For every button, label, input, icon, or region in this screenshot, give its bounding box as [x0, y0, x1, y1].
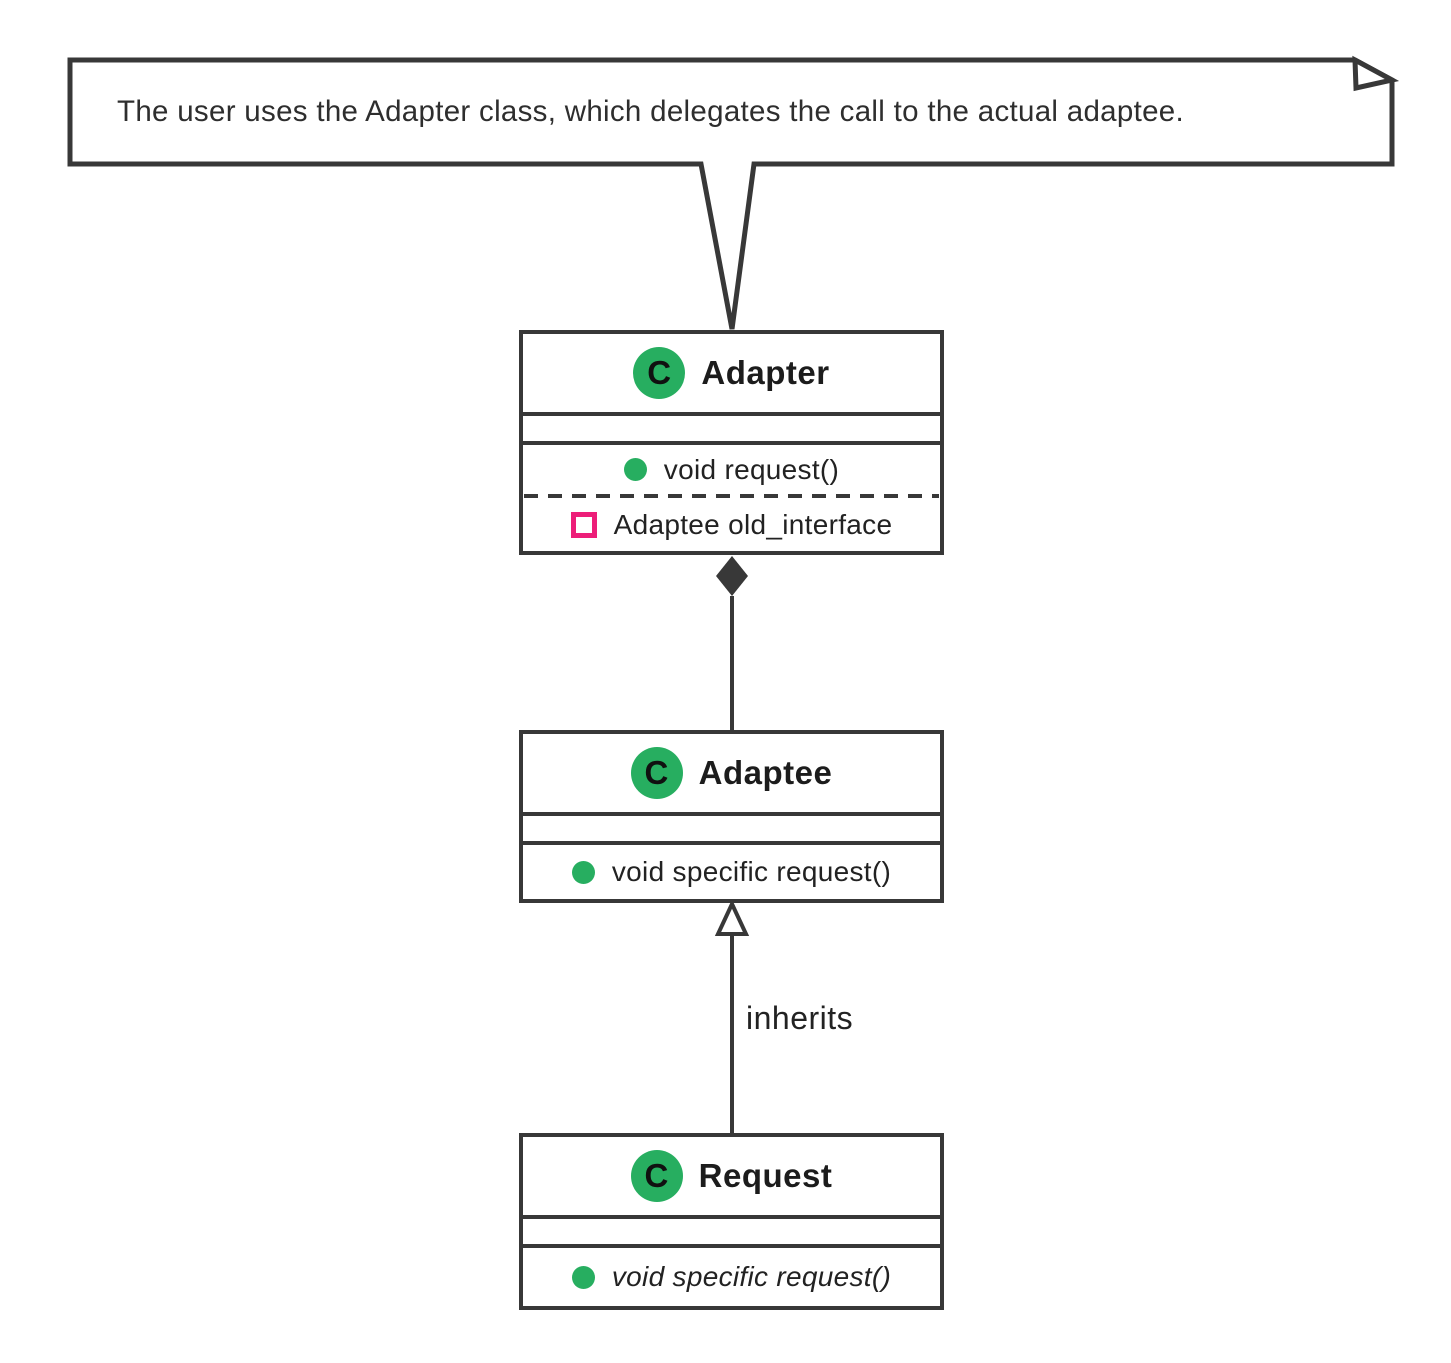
class-badge-icon: C [630, 1150, 683, 1202]
class-badge-icon: C [633, 347, 686, 399]
public-method-dot-icon [571, 1265, 595, 1289]
note: The user uses the Adapter class, which d… [70, 60, 1355, 164]
field-square-icon [570, 511, 597, 538]
note-text: The user uses the Adapter class, which d… [117, 95, 1184, 128]
field-row: Adaptee old_interface [523, 498, 940, 551]
hollow-triangle-icon [714, 899, 750, 936]
attributes-section-empty [523, 812, 940, 841]
note-fold-icon [1352, 55, 1400, 92]
class-request: C Request void specific request() [519, 1133, 944, 1310]
method-row: void request() [523, 445, 940, 494]
class-adapter: C Adapter void request() Adaptee old_int… [519, 330, 944, 555]
class-name: Request [698, 1157, 833, 1194]
attributes-section-empty [523, 412, 940, 441]
dashed-divider [524, 494, 939, 498]
members-section: void specific request() [523, 841, 940, 899]
filled-diamond-icon [716, 556, 748, 596]
class-title-row: C Adapter [523, 334, 940, 412]
public-method-dot-icon [571, 860, 595, 884]
members-section: void request() Adaptee old_interface [523, 441, 940, 551]
class-title-row: C Request [523, 1137, 940, 1215]
method-text: void specific request() [611, 856, 892, 887]
attributes-section-empty [523, 1215, 940, 1244]
public-method-dot-icon [623, 458, 647, 481]
method-row: void specific request() [523, 845, 940, 899]
method-text: void request() [663, 453, 840, 485]
class-title-row: C Adaptee [523, 734, 940, 812]
field-text: Adaptee old_interface [613, 508, 893, 540]
method-row: void specific request() [523, 1248, 940, 1306]
members-section: void specific request() [523, 1244, 940, 1306]
class-name: Adapter [701, 354, 830, 391]
class-badge-icon: C [630, 747, 683, 799]
method-text: void specific request() [611, 1261, 892, 1292]
inherits-label: inherits [746, 1000, 854, 1036]
class-name: Adaptee [698, 754, 833, 791]
class-adaptee: C Adaptee void specific request() [519, 730, 944, 903]
